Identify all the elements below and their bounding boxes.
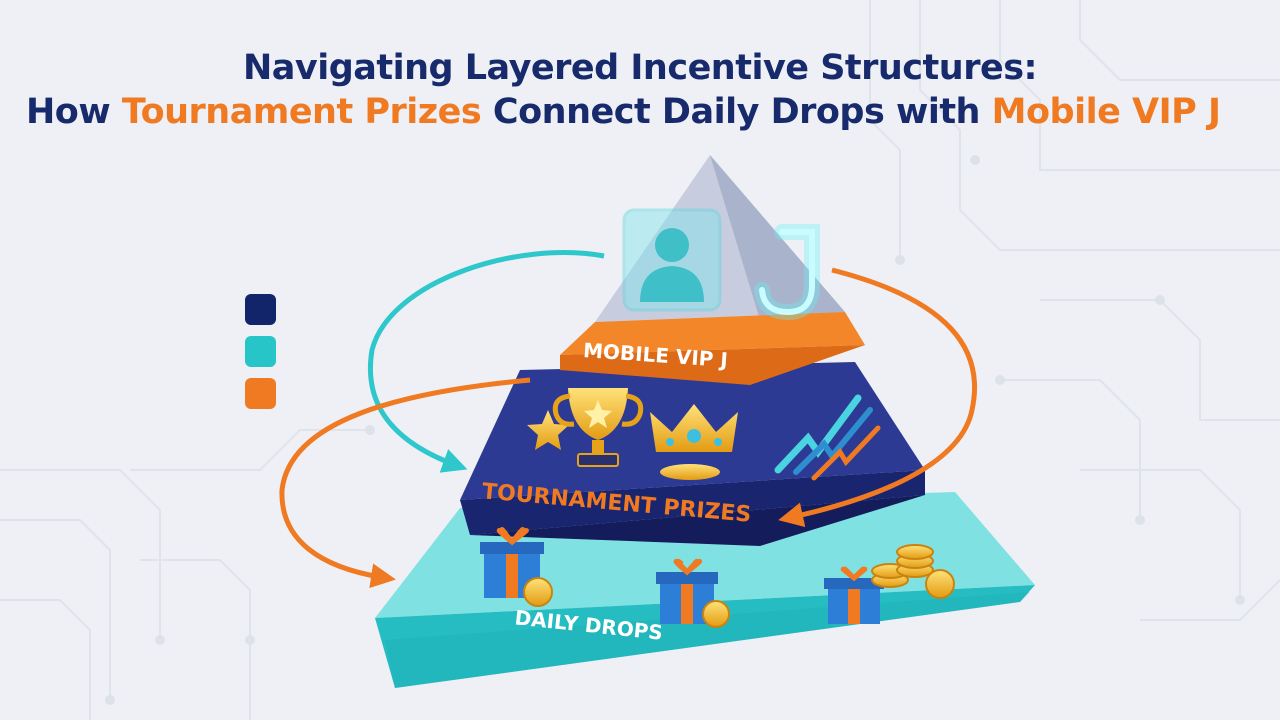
neon-j-icon (754, 224, 820, 321)
legend-swatch-teal (245, 336, 276, 367)
growth-arrows-icon (774, 394, 881, 481)
title-accent-tournament-prizes: Tournament Prizes (121, 92, 482, 132)
title-middle: Connect Daily Drops with (481, 92, 992, 132)
gift-box-icon (824, 566, 884, 624)
orange-loop-arrow-right (778, 267, 978, 528)
teal-loop-arrow (368, 250, 605, 473)
gold-coin-icon (523, 544, 955, 628)
legend-swatch-navy (245, 294, 276, 325)
title-prefix: How (26, 92, 122, 132)
title-accent-mobile-vip-j: Mobile VIP J (991, 92, 1221, 132)
star-icon (527, 410, 569, 450)
legend-swatch-orange (245, 378, 276, 409)
vip-user-icon (622, 208, 722, 312)
crown-icon (650, 404, 738, 480)
gift-box-icon (480, 527, 544, 598)
title-line-1: Navigating Layered Incentive Structures: (242, 48, 1038, 88)
orange-loop-arrow-left (279, 377, 531, 589)
trophy-icon (552, 388, 644, 467)
title-line-2: How Tournament Prizes Connect Daily Drop… (26, 92, 1221, 132)
